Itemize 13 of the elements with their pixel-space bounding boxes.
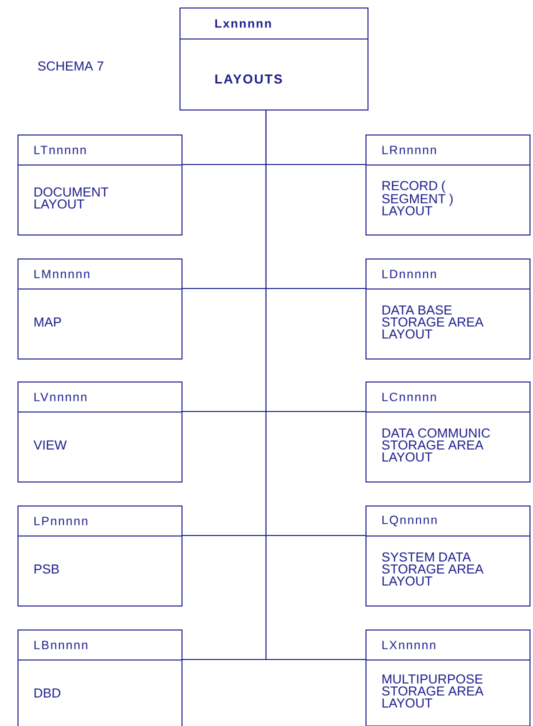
layout-box: LBnnnnn DBD: [18, 630, 182, 726]
layout-box: LTnnnnn DOCUMENT LAYOUT: [18, 134, 182, 236]
layout-box: LCnnnnn DATA COMMUNIC STORAGE AREA LAYOUT: [366, 382, 530, 482]
layout-box: LQnnnnn SYSTEM DATA STORAGE AREA LAYOUT: [366, 506, 530, 606]
layout-box: LVnnnnn VIEW: [18, 382, 182, 482]
layout-box: LXnnnnn MULTIPURPOSE STORAGE AREA LAYOUT: [366, 630, 530, 726]
layout-box: LRnnnnn RECORD ( SEGMENT ) LAYOUT: [366, 134, 530, 236]
connector-line: [266, 110, 366, 660]
layout-box: LMnnnnn MAP: [18, 258, 182, 360]
layout-box: LDnnnnn DATA BASE STORAGE AREA LAYOUT: [366, 258, 530, 360]
header-box: Lxnnnnn LAYOUTS: [180, 8, 368, 110]
schema-label: SCHEMA 7: [38, 61, 104, 71]
layout-box: LPnnnnn PSB: [18, 506, 182, 606]
